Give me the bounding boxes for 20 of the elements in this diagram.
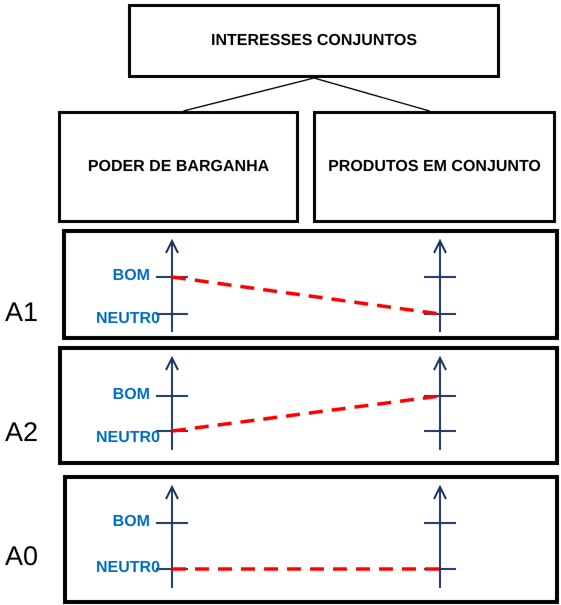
row-label: A0 (5, 543, 38, 570)
scale-label: NEUTR0 (96, 311, 160, 327)
box-title: INTERESSES CONJUNTOS (211, 31, 417, 52)
scale-label: BOM (112, 387, 150, 403)
box-title: PODER DE BARGANHA (88, 157, 270, 178)
row-label: A1 (5, 299, 38, 326)
text-box (58, 111, 299, 223)
scale-label: NEUTR0 (96, 430, 160, 446)
row-label: A2 (5, 419, 38, 446)
text-box (128, 4, 500, 78)
scenario-panel (63, 475, 559, 604)
scale-label: BOM (112, 514, 150, 530)
text-box (313, 111, 556, 223)
scenario-panel (58, 346, 559, 465)
connector-line (183, 77, 314, 112)
connector-line (314, 77, 430, 112)
box-title: PRODUTOS EM CONJUNTO (328, 157, 541, 178)
scale-label: BOM (112, 268, 150, 284)
scenario-panel (62, 229, 559, 340)
scale-label: NEUTR0 (96, 560, 160, 576)
